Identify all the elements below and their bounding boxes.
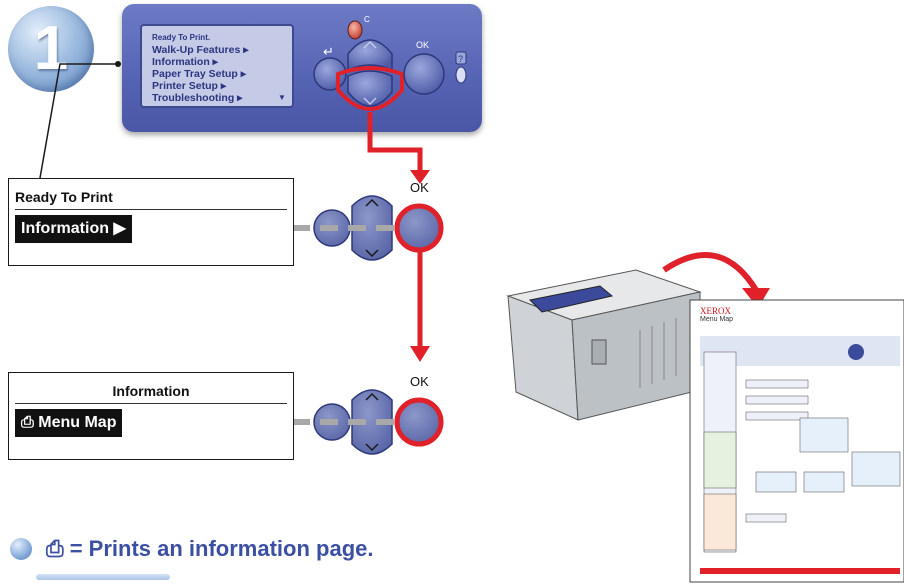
cancel-button[interactable] bbox=[347, 20, 363, 40]
arrow-head-2 bbox=[410, 346, 430, 362]
screen1-divider bbox=[15, 209, 287, 210]
screen1-ok-label: OK bbox=[410, 180, 429, 195]
screen2-divider bbox=[15, 403, 287, 404]
printer-illustration bbox=[506, 269, 702, 421]
screen1-updown-button[interactable] bbox=[351, 195, 393, 261]
lcd-item-information: Information ▸ bbox=[152, 56, 218, 68]
cancel-icon: C bbox=[364, 15, 370, 24]
screen1-ok-button[interactable] bbox=[394, 203, 444, 253]
ok-button-label: OK bbox=[416, 40, 429, 50]
lcd-item-walk-up: Walk-Up Features ▸ bbox=[152, 44, 249, 56]
scroll-down-indicator: ▼ bbox=[278, 93, 286, 102]
down-button-highlight bbox=[336, 66, 404, 111]
screen1-dialog: Ready To Print Information ▶ bbox=[8, 178, 294, 266]
arrow-head-3 bbox=[742, 288, 770, 308]
screen2-updown-button[interactable] bbox=[351, 389, 393, 455]
arrow-panel-to-step1 bbox=[367, 112, 423, 172]
ok-button[interactable] bbox=[403, 53, 445, 95]
down-arrow-icon bbox=[363, 97, 377, 106]
help-button[interactable] bbox=[455, 51, 467, 65]
screen2-selected-item[interactable]: ⎙ Menu Map bbox=[15, 409, 123, 437]
screen1-down-arrow-icon bbox=[365, 249, 379, 258]
caption-text: ⎙ = Prints an information page. bbox=[46, 536, 374, 561]
caption-bullet-icon bbox=[10, 538, 32, 560]
lcd-item-troubleshooting: Troubleshooting ▸ bbox=[152, 92, 243, 104]
callout-dot bbox=[115, 61, 121, 67]
up-button[interactable] bbox=[347, 39, 393, 72]
up-arrow-icon bbox=[363, 40, 377, 49]
step-badge bbox=[8, 6, 94, 92]
screen2-dialog: Information ⎙ Menu Map bbox=[8, 372, 294, 460]
caption-underline bbox=[36, 574, 170, 580]
screen2-ok-label: OK bbox=[410, 374, 429, 389]
lcd-item-paper-tray: Paper Tray Setup ▸ bbox=[152, 68, 246, 80]
callout-line bbox=[39, 63, 118, 179]
screen2-title: Information bbox=[112, 383, 190, 399]
lcd-item-printer-setup: Printer Setup ▸ bbox=[152, 80, 227, 92]
control-panel-display: Ready To Print. Walk-Up Features ▸ Infor… bbox=[140, 24, 294, 108]
step-number: 1 bbox=[33, 14, 69, 83]
down-button[interactable] bbox=[347, 70, 393, 107]
printout-title: Menu Map bbox=[700, 316, 734, 323]
status-light bbox=[455, 66, 467, 84]
lcd-title: Ready To Print. bbox=[152, 33, 211, 42]
screen2-ok-button[interactable] bbox=[394, 397, 444, 447]
back-arrow-icon: ↵ bbox=[323, 44, 334, 59]
arrow-head-1 bbox=[410, 170, 430, 184]
printout-brand-logo: XEROX bbox=[700, 306, 731, 316]
arrow-printer-to-printout bbox=[662, 252, 759, 292]
screen2-up-arrow-icon bbox=[365, 392, 379, 401]
help-icon: ? bbox=[458, 54, 463, 64]
screen1-selected-item[interactable]: Information ▶ bbox=[15, 215, 132, 243]
screen1-up-arrow-icon bbox=[365, 198, 379, 207]
screen2-down-arrow-icon bbox=[365, 443, 379, 452]
menu-map-printout bbox=[689, 299, 904, 583]
screen1-title: Ready To Print bbox=[15, 189, 113, 205]
